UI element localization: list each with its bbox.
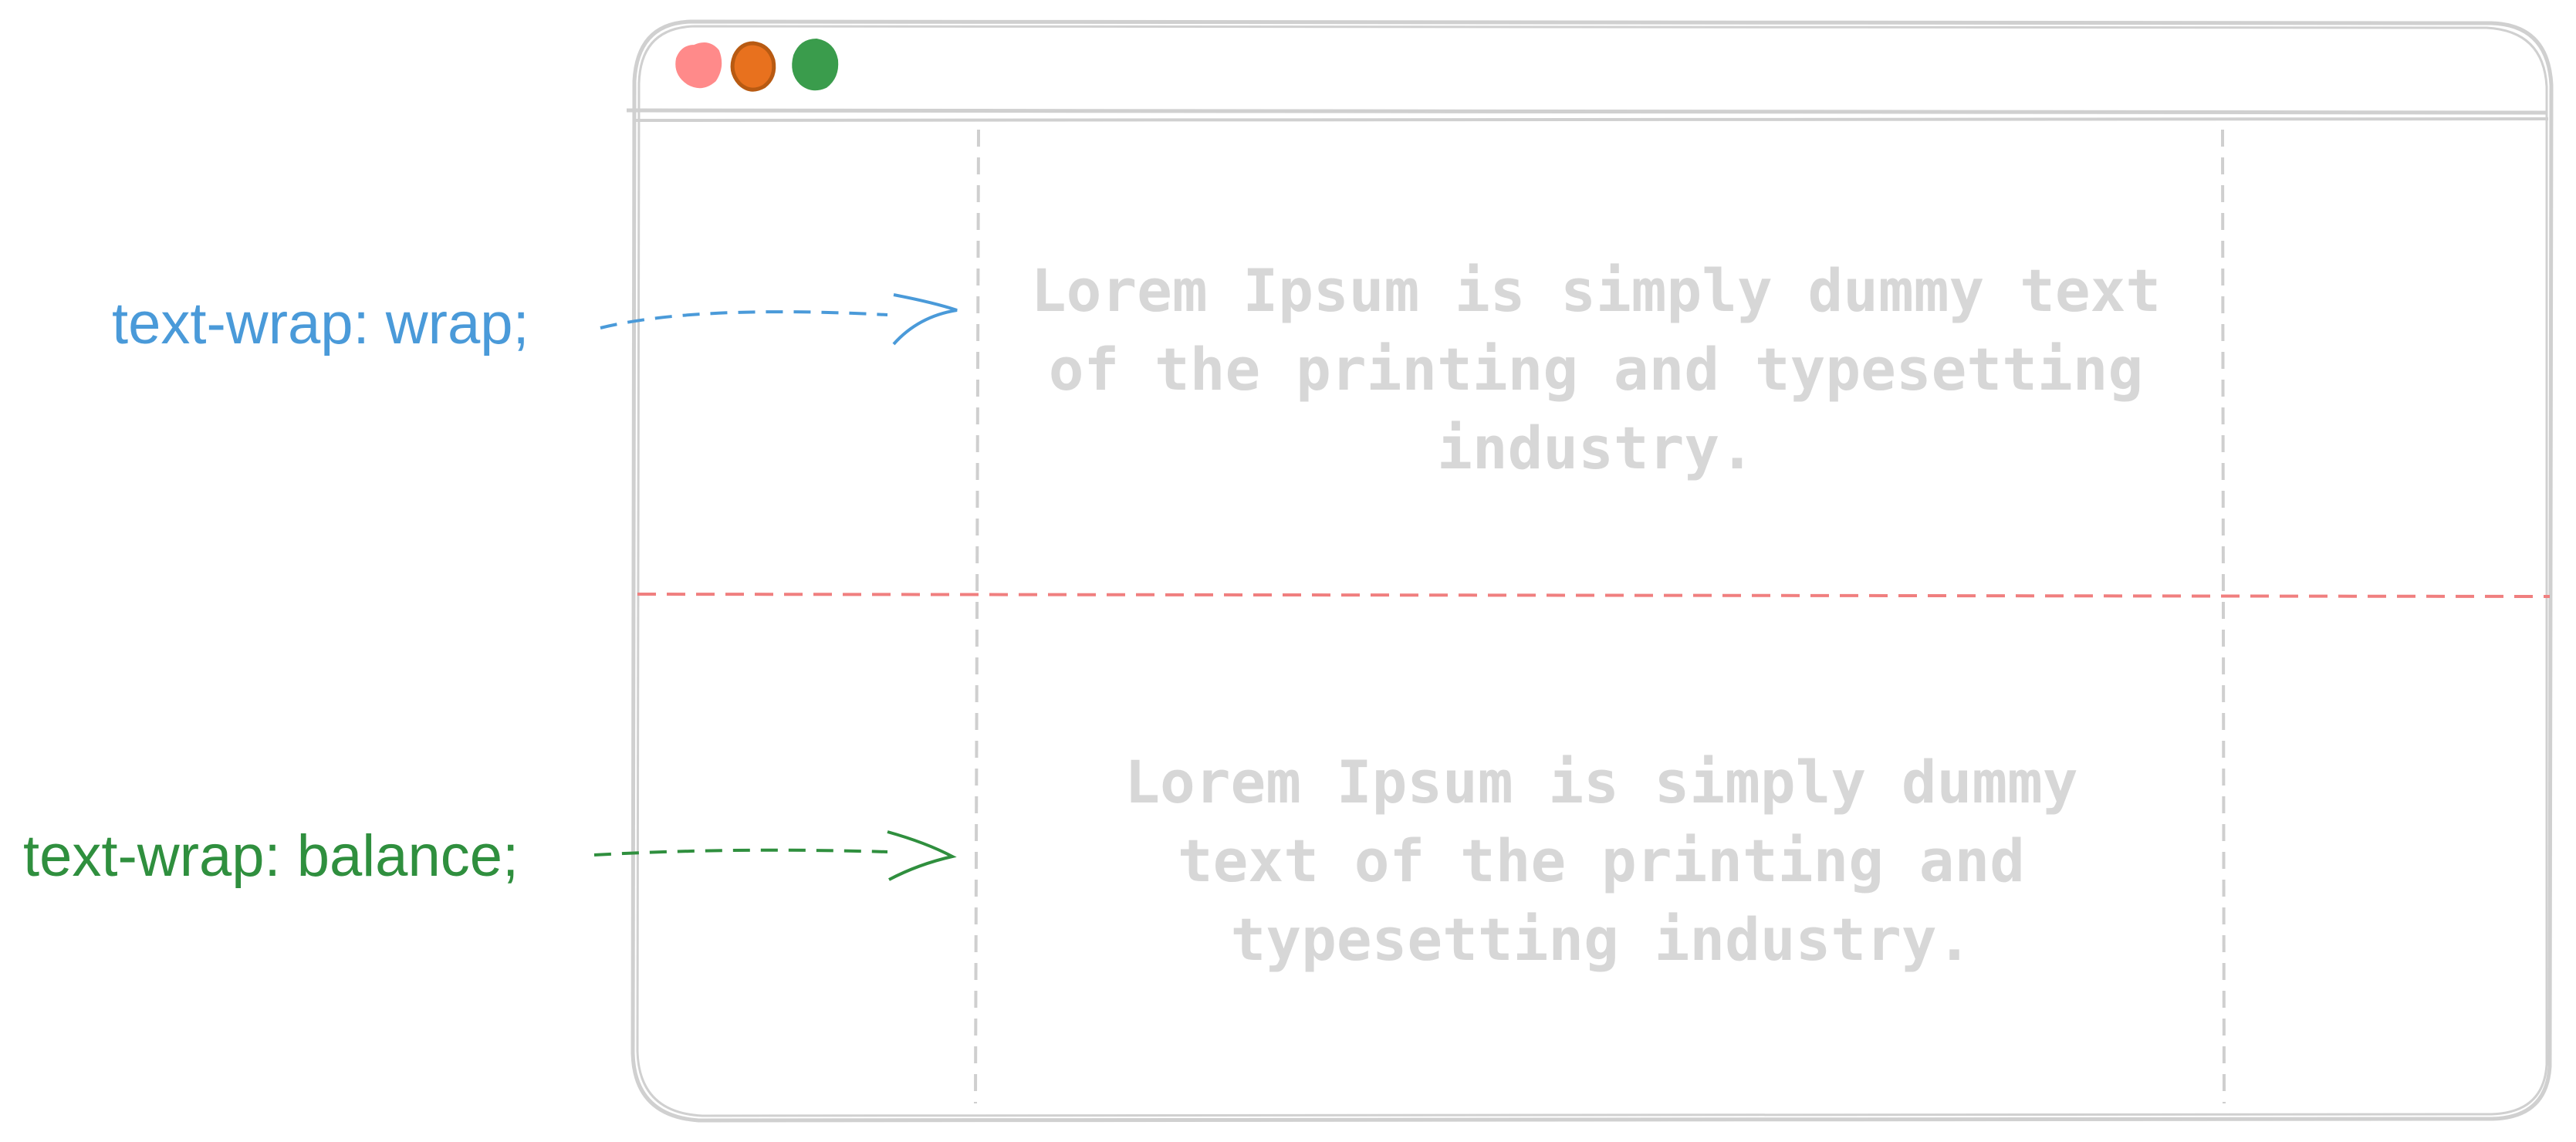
balance-text-line-1: Lorem Ipsum is simply dummy bbox=[1124, 748, 2077, 816]
browser-window bbox=[630, 19, 2554, 1123]
wrap-arrow bbox=[600, 310, 888, 329]
wrap-label: text-wrap: wrap; bbox=[112, 291, 529, 356]
column-guides bbox=[974, 129, 2226, 1104]
right-column-guide bbox=[2221, 129, 2226, 1104]
maximize-dot[interactable] bbox=[792, 38, 839, 91]
balance-arrowhead bbox=[887, 830, 957, 881]
section-divider bbox=[637, 593, 2551, 598]
balance-text-line-3: typesetting industry. bbox=[1231, 905, 1973, 974]
wrap-text-line-3: industry. bbox=[1437, 414, 1755, 482]
balance-text-line-2: text of the printing and bbox=[1178, 826, 2025, 895]
balance-example: text-wrap: balance; Lorem Ipsum is simpl… bbox=[23, 748, 2078, 974]
window-controls bbox=[675, 38, 839, 92]
wrap-example: text-wrap: wrap; Lorem Ipsum is simply d… bbox=[112, 256, 2161, 482]
title-bar-separator bbox=[626, 108, 2549, 122]
wrap-text-line-2: of the printing and typesetting bbox=[1049, 335, 2143, 404]
balance-label: text-wrap: balance; bbox=[23, 823, 519, 889]
balance-arrow bbox=[593, 848, 888, 856]
minimize-dot[interactable] bbox=[730, 41, 776, 92]
wrap-text-line-1: Lorem Ipsum is simply dummy text bbox=[1031, 256, 2161, 325]
close-dot[interactable] bbox=[675, 42, 722, 89]
wrap-arrowhead bbox=[892, 293, 958, 346]
left-column-guide bbox=[974, 129, 980, 1104]
